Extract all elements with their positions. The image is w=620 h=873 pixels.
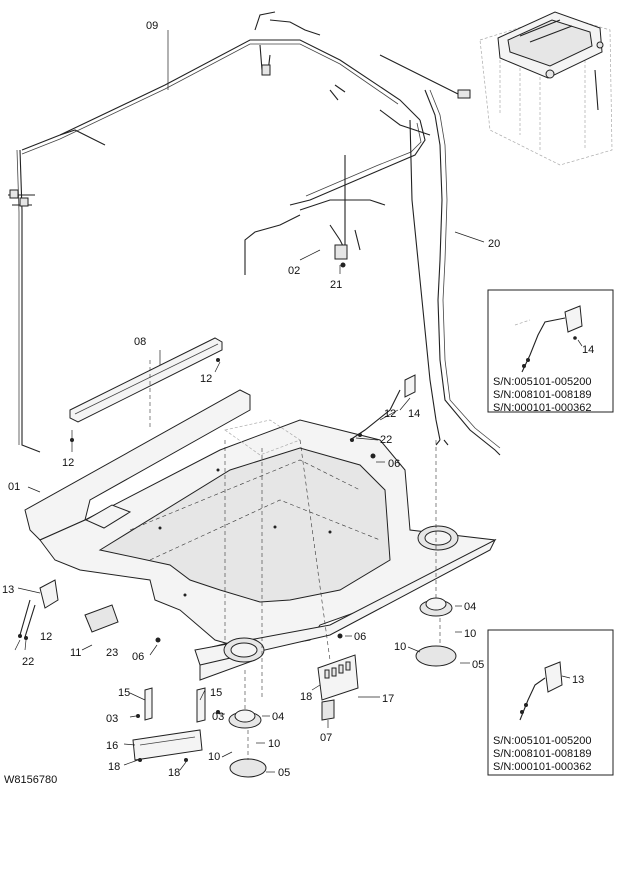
callout-17: 17 (382, 693, 394, 705)
callout-18: 18 (300, 691, 312, 703)
floor-panel (24, 389, 497, 681)
callout-12: 12 (384, 408, 396, 420)
callout-10: 10 (268, 738, 280, 750)
cab-reference-illustration (479, 11, 613, 166)
callout-11: 11 (70, 647, 81, 659)
callout-06: 06 (388, 458, 400, 470)
callout-18: 18 (168, 767, 180, 779)
inset-top-serial-3: S/N:000101-000362 (493, 402, 591, 414)
callout-15: 15 (210, 687, 222, 699)
callout-01: 01 (8, 481, 20, 493)
inset-bottom-serial-1: S/N:005101-005200 (493, 735, 591, 747)
leader-lines (14, 30, 485, 773)
callout-05: 05 (472, 659, 484, 671)
callout-labels: 09 20 02 21 08 12 12 14 22 12 06 01 13 1… (2, 20, 500, 779)
callout-10: 10 (208, 751, 220, 763)
callout-13: 13 (2, 584, 14, 596)
callout-23: 23 (106, 647, 118, 659)
callout-14: 14 (408, 408, 420, 420)
inset-top-callout-14: 14 (582, 344, 594, 356)
inset-top-serial-1: S/N:005101-005200 (493, 376, 591, 388)
small-parts (18, 374, 457, 778)
figure-code: W8156780 (4, 774, 57, 786)
callout-04: 04 (272, 711, 284, 723)
inset-bottom-callout-13: 13 (572, 674, 584, 686)
callout-05: 05 (278, 767, 290, 779)
callout-09: 09 (146, 20, 158, 32)
inset-top-serial-2: S/N:008101-008189 (493, 389, 591, 401)
callout-18: 18 (108, 761, 120, 773)
callout-06: 06 (132, 651, 144, 663)
callout-03: 03 (106, 713, 118, 725)
alignment-lines (149, 360, 441, 760)
callout-02: 02 (288, 265, 300, 277)
callout-16: 16 (106, 740, 118, 752)
callout-20: 20 (488, 238, 500, 250)
callout-03: 03 (212, 711, 224, 723)
callout-10: 10 (464, 628, 476, 640)
callout-12: 12 (200, 373, 212, 385)
callout-22: 22 (380, 434, 392, 446)
callout-08: 08 (134, 336, 146, 348)
inset-bottom-serial-2: S/N:008101-008189 (493, 748, 591, 760)
inset-panel-bottom: 13 S/N:005101-005200 S/N:008101-008189 S… (487, 629, 614, 776)
callout-22: 22 (22, 656, 34, 668)
callout-07: 07 (320, 732, 332, 744)
inset-bottom-serial-3: S/N:000101-000362 (493, 761, 591, 773)
roof-harness (8, 11, 431, 453)
callout-10: 10 (394, 641, 406, 653)
callout-15: 15 (118, 687, 130, 699)
harness-20 (379, 54, 501, 456)
callout-12: 12 (40, 631, 52, 643)
callout-04: 04 (464, 601, 476, 613)
callout-12: 12 (62, 457, 74, 469)
inset-panel-top: 14 S/N:005101-005200 S/N:008101-008189 S… (487, 289, 614, 414)
callout-21: 21 (330, 279, 342, 291)
callout-06: 06 (354, 631, 366, 643)
